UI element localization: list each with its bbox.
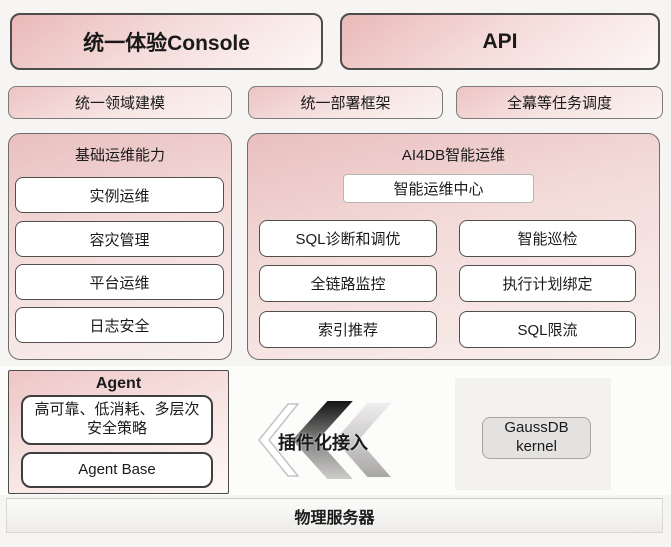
ai4db-item-label: 智能巡检 xyxy=(517,231,578,248)
ai4db-item-label: SQL诊断和调优 xyxy=(295,231,401,248)
framework-box-task-scheduling: 全幕等任务调度 xyxy=(456,86,663,119)
basic-ops-item-label: 实例运维 xyxy=(89,187,150,205)
console-label: 统一体验Console xyxy=(83,31,250,55)
framework-label: 统一部署框架 xyxy=(300,95,391,112)
agent-title: Agent xyxy=(95,375,142,392)
ai4db-title: AI4DB智能运维 xyxy=(401,146,506,164)
agent-item: 高可靠、低消耗、多层次安全策略 xyxy=(21,395,213,445)
basic-ops-item-label: 平台运维 xyxy=(89,274,150,292)
basic-ops-item: 实例运维 xyxy=(15,177,224,213)
ai4db-item: SQL诊断和调优 xyxy=(259,220,437,257)
plugin-access-label: 插件化接入 xyxy=(278,433,368,453)
agent-item-label: Agent Base xyxy=(78,460,156,478)
basic-ops-item: 容灾管理 xyxy=(15,221,224,257)
console-box: 统一体验Console xyxy=(10,13,323,70)
api-label: API xyxy=(482,29,518,53)
ai4db-item-label: 执行计划绑定 xyxy=(502,276,593,293)
ai4db-container: AI4DB智能运维 智能运维中心 SQL诊断和调优 全链路监控 索引推荐 智能巡… xyxy=(247,133,660,360)
ai4db-item-label: 全链路监控 xyxy=(310,276,386,293)
framework-box-deployment: 统一部署框架 xyxy=(248,86,443,119)
ai4db-center-label: 智能运维中心 xyxy=(393,181,484,198)
plugin-chevrons-icon xyxy=(255,398,405,483)
ai4db-center-item: 智能运维中心 xyxy=(343,174,534,203)
kernel-panel: GaussDB kernel xyxy=(455,378,611,490)
physical-server-label: 物理服务器 xyxy=(294,509,375,527)
ai4db-item: 索引推荐 xyxy=(259,311,437,348)
ai4db-item: SQL限流 xyxy=(459,311,636,348)
basic-ops-item: 日志安全 xyxy=(15,307,224,343)
basic-ops-item-label: 日志安全 xyxy=(89,317,150,335)
framework-box-domain-modeling: 统一领域建模 xyxy=(8,86,232,119)
ai4db-item: 全链路监控 xyxy=(259,265,437,302)
agent-item: Agent Base xyxy=(21,452,213,488)
ai4db-item-label: SQL限流 xyxy=(517,322,578,339)
physical-server-bar: 物理服务器 xyxy=(6,498,663,533)
basic-ops-item: 平台运维 xyxy=(15,264,224,300)
api-box: API xyxy=(340,13,660,70)
ai4db-item-label: 索引推荐 xyxy=(317,322,378,339)
ai4db-item: 智能巡检 xyxy=(459,220,636,257)
basic-ops-item-label: 容灾管理 xyxy=(89,231,150,249)
agent-item-label: 高可靠、低消耗、多层次安全策略 xyxy=(34,401,200,437)
framework-label: 统一领域建模 xyxy=(74,95,165,112)
agent-container: Agent 高可靠、低消耗、多层次安全策略 Agent Base xyxy=(8,370,229,494)
ai4db-item: 执行计划绑定 xyxy=(459,265,636,302)
gaussdb-kernel-label: GaussDB kernel xyxy=(504,419,569,455)
basic-ops-container: 基础运维能力 实例运维 容灾管理 平台运维 日志安全 xyxy=(8,133,232,360)
gaussdb-kernel-box: GaussDB kernel xyxy=(482,417,591,459)
basic-ops-title: 基础运维能力 xyxy=(74,146,165,164)
framework-label: 全幕等任务调度 xyxy=(506,95,612,112)
